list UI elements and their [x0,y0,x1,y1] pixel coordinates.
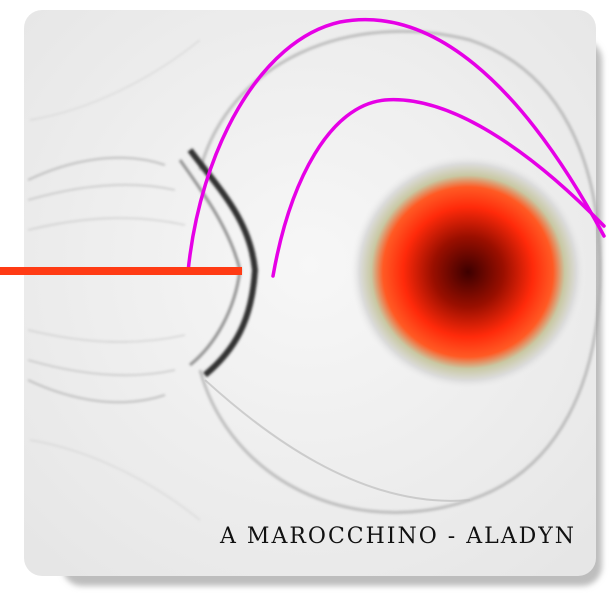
trajectory-outer [186,17,606,274]
bubble-lower-lobe [204,379,471,502]
wave-texture [27,39,201,521]
bubble-outer-shell [198,29,602,514]
shock-front [187,148,259,378]
plasma-blob [350,154,586,390]
trajectory-inner [271,97,606,278]
author-credit: A MAROCCHINO - ALADYN [220,524,576,549]
simulation-panel [24,10,596,576]
